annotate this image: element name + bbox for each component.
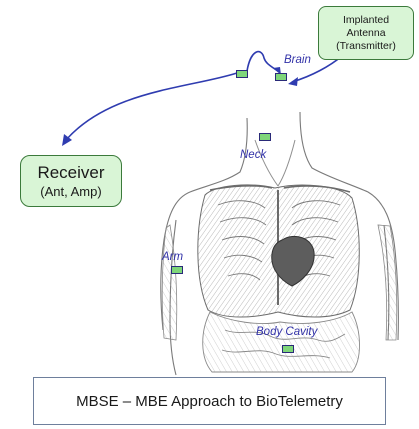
receiver-title: Receiver: [37, 162, 104, 183]
receiver-subtitle: (Ant, Amp): [40, 183, 101, 200]
caption-box: MBSE – MBE Approach to BioTelemetry: [33, 377, 386, 425]
neck-muscles: [255, 140, 295, 186]
caption-text: MBSE – MBE Approach to BioTelemetry: [76, 393, 343, 410]
sensor-brain-left: [236, 70, 248, 78]
sensor-body-cavity: [282, 345, 294, 353]
antenna-line-1: Implanted: [343, 14, 389, 27]
arrow-brain-to-receiver: [66, 73, 237, 140]
implanted-antenna-callout: Implanted Antenna (Transmitter): [318, 6, 414, 60]
site-label-brain: Brain: [284, 54, 311, 66]
site-label-arm: Arm: [162, 251, 183, 263]
site-label-body-cavity: Body Cavity: [256, 326, 317, 338]
antenna-line-2: Antenna: [346, 27, 385, 40]
site-label-neck: Neck: [240, 149, 266, 161]
antenna-line-3: (Transmitter): [336, 40, 396, 53]
sensor-brain-right: [275, 73, 287, 81]
sensor-arm: [171, 266, 183, 274]
abdomen: [203, 312, 360, 372]
sensor-neck: [259, 133, 271, 141]
receiver-callout: Receiver (Ant, Amp): [20, 155, 122, 207]
arrowhead-brain: [288, 77, 298, 86]
